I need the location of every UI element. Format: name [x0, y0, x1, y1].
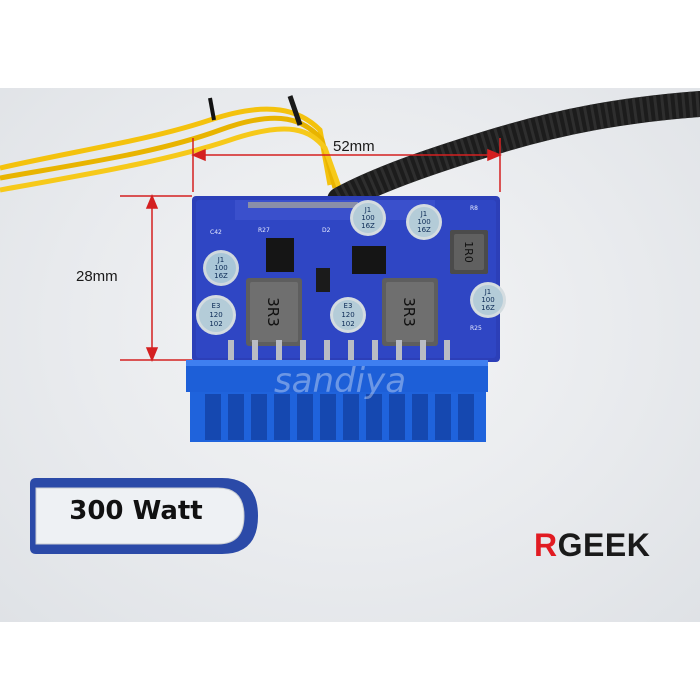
psu-board-illustration: 3R3 3R3 1R0 J1 100 16Z E3 120 102: [0, 91, 700, 442]
svg-text:16Z: 16Z: [481, 304, 495, 312]
capacitor-e3-left: E3 120 102: [196, 295, 236, 335]
svg-text:3R3: 3R3: [400, 297, 418, 327]
diode-chip: [316, 268, 330, 292]
capacitor-j1-left: J1 100 16Z: [203, 250, 239, 286]
capacitor-j1-right: J1 100 16Z: [470, 282, 506, 318]
black-sleeved-cable: [327, 91, 700, 213]
silk-label-d2: D2: [322, 227, 331, 234]
ic-chip: [266, 238, 294, 272]
svg-text:100: 100: [481, 296, 494, 304]
svg-text:E3: E3: [344, 302, 353, 310]
inductor-right: 3R3: [382, 278, 438, 346]
capacitor-e3-middle: E3 120 102: [330, 297, 366, 333]
atx-24pin-connector: [186, 360, 488, 442]
height-dimension-label: 28mm: [76, 268, 118, 285]
yellow-cable-bundle: [0, 95, 343, 193]
silk-label-r8: R8: [470, 205, 478, 212]
svg-text:100: 100: [417, 218, 430, 226]
inductor-left: 3R3: [246, 278, 302, 346]
svg-text:J1: J1: [484, 288, 492, 296]
svg-text:100: 100: [361, 214, 374, 222]
wattage-badge: [30, 478, 258, 554]
mosfet-chip: [352, 246, 386, 274]
svg-text:102: 102: [341, 320, 354, 328]
watermark-text: sandiya: [274, 361, 406, 401]
inductor-small: 1R0: [450, 230, 488, 274]
capacitor-j1-top-right: J1 100 16Z: [406, 204, 442, 240]
svg-text:J1: J1: [217, 256, 225, 264]
svg-text:3R3: 3R3: [264, 297, 282, 327]
brand-rest: GEEK: [557, 527, 651, 563]
svg-text:102: 102: [209, 320, 222, 328]
svg-text:120: 120: [341, 311, 354, 319]
svg-text:E3: E3: [212, 302, 221, 310]
silk-label-c42: C42: [210, 229, 222, 236]
silk-label-r25: R25: [470, 325, 482, 332]
silk-label-r27: R27: [258, 227, 270, 234]
pcb-board: [192, 196, 500, 362]
svg-text:16Z: 16Z: [361, 222, 375, 230]
svg-text:16Z: 16Z: [214, 272, 228, 280]
svg-text:J1: J1: [364, 206, 372, 214]
svg-text:120: 120: [209, 311, 222, 319]
width-dimension-label: 52mm: [333, 138, 375, 155]
brand-logo: RGEEK: [534, 527, 650, 564]
svg-text:J1: J1: [420, 210, 428, 218]
svg-text:1R0: 1R0: [462, 241, 475, 263]
svg-text:16Z: 16Z: [417, 226, 431, 234]
wattage-badge-text: 300 Watt: [69, 496, 203, 526]
height-dimension-line: [120, 194, 192, 362]
solder-pins: [228, 340, 450, 360]
capacitor-j1-top: J1 100 16Z: [350, 200, 386, 236]
svg-text:100: 100: [214, 264, 227, 272]
width-dimension-line: [191, 138, 502, 192]
brand-first-letter: R: [534, 527, 558, 563]
